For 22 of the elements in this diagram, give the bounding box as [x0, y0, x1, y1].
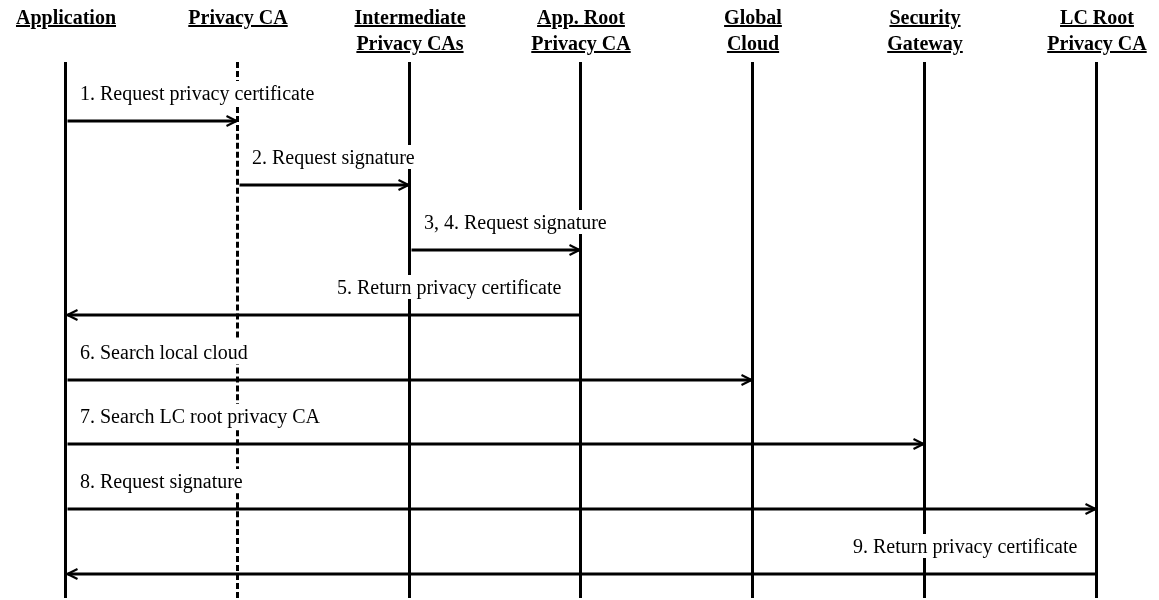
- message-arrow: [67, 114, 238, 128]
- lifeline-heading: Security Gateway: [886, 5, 964, 56]
- edge-label: 6. Search local cloud: [78, 340, 250, 364]
- lifeline-heading: Global Cloud: [723, 5, 783, 56]
- edge-label: 3, 4. Request signature: [422, 210, 609, 234]
- message-arrow: [66, 308, 580, 322]
- lifeline-heading: LC Root Privacy CA: [1046, 5, 1148, 56]
- edge-label: 1. Request privacy certificate: [78, 81, 317, 105]
- edge-label: 5. Return privacy certificate: [335, 275, 564, 299]
- message-arrow: [239, 178, 410, 192]
- message-arrow: [66, 567, 1096, 581]
- lifeline-heading: Intermediate Privacy CAs: [353, 5, 467, 56]
- message-arrow: [67, 437, 925, 451]
- lifeline-heading: App. Root Privacy CA: [530, 5, 632, 56]
- edge-label: 2. Request signature: [250, 145, 417, 169]
- message-arrow: [411, 243, 581, 257]
- lifeline-heading: Privacy CA: [187, 5, 289, 30]
- edge-label: 8. Request signature: [78, 469, 245, 493]
- edge-label: 7. Search LC root privacy CA: [78, 404, 322, 428]
- lifeline-heading: Application: [15, 5, 117, 30]
- message-arrow: [67, 502, 1097, 516]
- edge-label: 9. Return privacy certificate: [851, 534, 1080, 558]
